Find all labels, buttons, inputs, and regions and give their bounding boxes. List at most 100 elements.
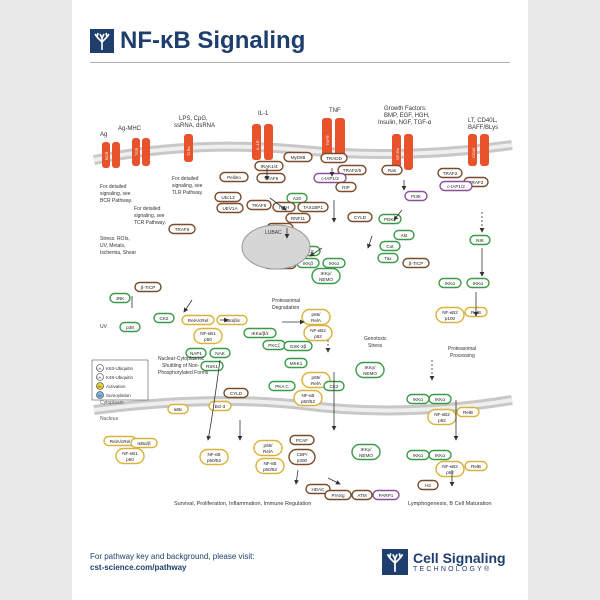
node-cyld: CYLD — [347, 211, 373, 223]
node-label-p65: p65/ — [312, 312, 322, 317]
note-bcr-2: signaling, see — [100, 191, 131, 197]
node-itch: ITCH — [272, 201, 296, 213]
node-irak: IRAK1/4 — [254, 160, 284, 172]
lubac-label: LUBAC — [265, 230, 282, 236]
svg-text:Ub: Ub — [98, 376, 102, 380]
ligand-lt-2: BAFF/BLys — [468, 125, 498, 131]
node-p65-rela: p65/RelA — [301, 308, 331, 326]
node-label-cbp: CBP/ — [297, 452, 308, 457]
node-label-gsk: GSK-3β — [290, 344, 307, 349]
stress-2: UV, Metals, — [100, 243, 125, 249]
svg-text:Su: Su — [98, 394, 102, 398]
node-label-ras: Ras — [388, 168, 397, 173]
node-label-ikkb: IKKβ — [303, 261, 313, 266]
node-label-cyld2: CYLD — [230, 391, 243, 396]
node-label-irak: IRAK1/4 — [260, 164, 278, 169]
note-tlr-2: signaling, see — [172, 183, 203, 189]
node-label-ikba2: IκBα/β — [137, 441, 151, 446]
node-label-a20: A20 — [293, 196, 302, 201]
cst-logo: Cell Signaling TECHNOLOGY® — [382, 549, 506, 575]
note-shuttle-1: Nuclear-Cytoplasmic — [158, 356, 205, 362]
note-bcr-3: BCR Pathway. — [100, 198, 132, 204]
node-traf6b: TRAF6 — [246, 199, 272, 211]
node-label-traf3: TRAF3 — [469, 180, 484, 185]
node-label-p52c: p52 — [446, 470, 454, 475]
node-label-ciap2: c-IAP1/2 — [447, 184, 465, 189]
pathway-nodes: MyD88IRAK1/4TRAF6PellinoUbc13UEV1ATRAF6T… — [103, 151, 491, 501]
node-cbp-p300: CBP/p300 — [288, 448, 316, 466]
node-label-p38: p38 — [126, 325, 134, 330]
node-label-relb2: RelB — [463, 410, 473, 415]
ligand-growth-1: Growth Factors: — [384, 106, 427, 112]
node-label-tax1bp1: TAX1BP1 — [303, 205, 323, 210]
node-label-nemo: NEMO — [319, 277, 333, 282]
node-ikka6: IKKα — [428, 449, 452, 461]
node-label-nemon: NEMO — [359, 453, 373, 458]
note-tcr-3: TCR Pathway. — [134, 220, 166, 226]
note-shuttle-2: Shuttling of Non- — [162, 363, 200, 369]
node-pkac: PKA C — [268, 380, 296, 392]
receptor-tnfr: TNFR — [322, 118, 345, 158]
node-label-tax: Tax — [384, 256, 392, 261]
ligand-il1: IL-1 — [258, 111, 269, 117]
node-label-p100: p100 — [445, 316, 456, 321]
note-tlr-1: For detailed — [172, 176, 199, 182]
pathway-diagram: Cytoplasm Nucleus Ag Ag-MHC LPS, CpG, ss… — [91, 106, 513, 507]
node-label-nak: NAK — [215, 351, 225, 356]
note-proteasomal-2: Degradation — [272, 305, 299, 311]
node-label-nfkbn: NF-κB — [207, 452, 220, 457]
receptor-cd40: CD40 — [468, 134, 489, 166]
footer-note: For pathway key and background, please v… — [90, 552, 255, 561]
node-label-p50b: p50 — [126, 457, 134, 462]
node-label-ikka_nc: IKKα — [445, 281, 455, 286]
node-label-atm: ATM — [357, 493, 367, 498]
node-cot: Cot — [379, 240, 401, 252]
node-label-nfkb2: NF-κB2 — [310, 328, 326, 333]
lubac-complex: LUBAC — [241, 224, 311, 270]
node-label-rip: RIP — [342, 185, 350, 190]
node-ikkg-nemo: IKKγ/NEMO — [311, 267, 341, 285]
node-label-rnf11: RNF11 — [291, 216, 306, 221]
node-label-cyld: CYLD — [354, 215, 367, 220]
note-genotoxic-1: Genotoxic — [364, 336, 387, 342]
ligand-lps-2: ssRNA, dsRNA — [174, 123, 215, 129]
plasma-membrane-inner — [93, 143, 513, 162]
node-label-ikka4: IKKα — [435, 397, 445, 402]
ligand-growth-3: Insulin, NGF, TGF-α — [378, 120, 432, 126]
node-ikba2: IκBα/β — [130, 437, 158, 449]
node-tradd: TRADD — [320, 152, 348, 164]
node-msk1: MSK1 — [284, 357, 308, 369]
node-label-nik: NIK — [476, 238, 485, 243]
node-label-btrcp: β-TrCP — [141, 285, 156, 290]
receptor-tcr: TCR — [132, 138, 150, 166]
svg-text:Ac: Ac — [98, 385, 102, 389]
receptor-il1r: IL-1R — [252, 124, 273, 160]
node-relb2: RelB — [456, 406, 480, 418]
page-title: NF-κB Signaling — [120, 27, 306, 54]
ligand-ag-mhc: Ag-MHC — [118, 126, 142, 132]
node-label-p50: p50 — [204, 337, 212, 342]
node-traf2: TRAF2 — [437, 167, 463, 179]
node-label-h3: H3 — [425, 483, 431, 488]
node-label-nfkb1: NF-κB1 — [200, 331, 216, 336]
footer-url[interactable]: cst-science.com/pathway — [90, 563, 187, 572]
note-tcr-2: signaling, see — [134, 213, 165, 219]
node-h3: H3 — [417, 479, 439, 491]
node-label-traf6a: TRAF6 — [264, 176, 279, 181]
node-label-nfkb2b: NF-κB2 — [434, 412, 450, 417]
tree-logo-icon — [382, 549, 408, 575]
node-label-ikbe: IκBε — [174, 407, 183, 412]
node-gsk: GSK-3β — [283, 340, 313, 352]
node-label-ikka6: IKKα — [435, 453, 445, 458]
node-btrcp: β-TrCP — [134, 281, 162, 293]
node-ikka_nc2: IKKα — [466, 277, 490, 289]
node-nap1: NAP1 — [185, 347, 207, 359]
node-traf6c: TRAF6 — [168, 223, 196, 235]
node-traf6a: TRAF6 — [256, 172, 286, 184]
node-label-nfkb: NF-κB — [301, 393, 314, 398]
